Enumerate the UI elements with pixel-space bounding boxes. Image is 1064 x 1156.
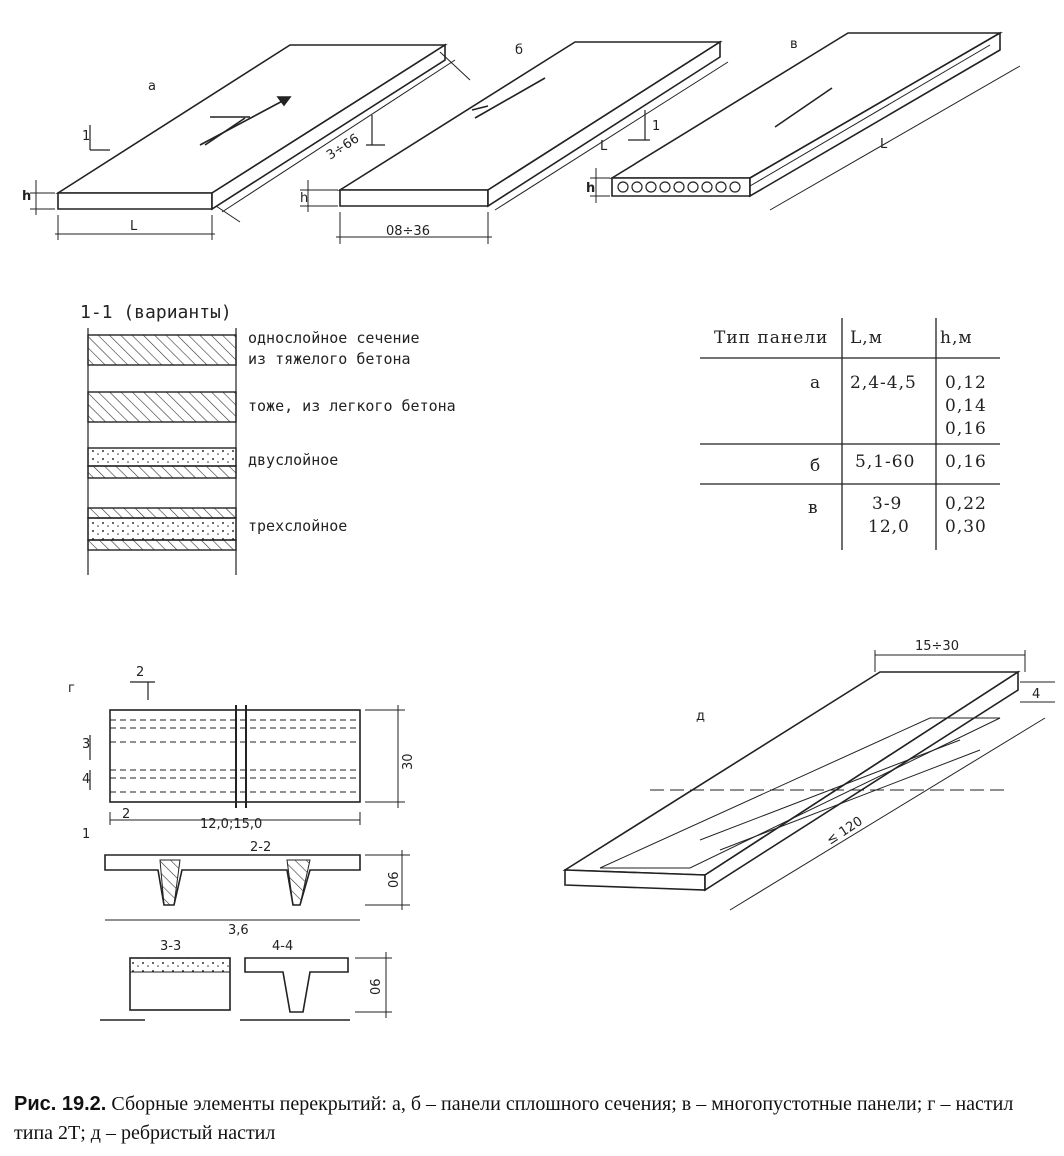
table-row-b-type: б <box>810 456 822 476</box>
section-4-label: трехслойное <box>248 517 347 535</box>
section-3-label: двуслойное <box>248 451 338 469</box>
panel-v-length-dim: L <box>880 137 888 152</box>
panel-b-height-dim: h <box>300 191 308 206</box>
table-row-v-type: в <box>808 498 819 518</box>
panel-d-label: д <box>696 709 705 724</box>
g-section-44: 4-4 <box>272 939 293 954</box>
section-2-label: тоже, из легкого бетона <box>248 397 456 415</box>
panel-a-section-mark: 1 <box>82 129 90 144</box>
panel-b-label: б <box>515 43 523 58</box>
g-dim-2: 2 <box>122 807 130 822</box>
panel-v-drawing <box>590 31 1021 211</box>
panel-b-length-dim: L <box>600 139 608 154</box>
caption-figure-number: Рис. 19.2. <box>14 1093 107 1115</box>
g-section-22: 2-2 <box>250 840 271 855</box>
panel-a-width-dim: 3÷66 <box>324 131 362 163</box>
panel-a-label: а <box>148 79 156 94</box>
table-row-v-L1: 3-9 <box>872 494 903 514</box>
table-header-L: L,м <box>850 328 883 348</box>
panel-a-length-dim: L <box>130 219 138 234</box>
g-mark-1: 1 <box>82 827 90 842</box>
g-section-33: 3-3 <box>160 939 181 954</box>
panel-a-drawing <box>30 43 471 240</box>
panel-parameters-table: Тип панели L,м h,м а 2,4-4,5 0,12 0,14 0… <box>700 318 1000 553</box>
panel-b-drawing <box>300 40 729 244</box>
section-1-label: однослойное сечение <box>248 329 420 347</box>
table-lines <box>700 318 1000 550</box>
g-dim-36: 3,6 <box>228 923 249 938</box>
table-row-v-h2: 0,30 <box>945 517 987 537</box>
sections-title: 1-1 (варианты) <box>80 302 232 323</box>
panel-a-height-dim: h <box>22 189 31 204</box>
table-row-a-L: 2,4-4,5 <box>850 373 917 393</box>
panel-g-label: г <box>68 681 75 696</box>
caption-text: Сборные элементы перекрытий: а, б – пане… <box>14 1093 1014 1144</box>
panel-v-label: в <box>790 37 798 52</box>
table-row-a-h2: 0,14 <box>945 396 987 416</box>
table-row-b-h1: 0,16 <box>945 452 987 472</box>
g-dim-06b: 06 <box>369 978 384 995</box>
table-header-h: h,м <box>940 328 973 348</box>
table-row-b-L: 5,1-60 <box>855 452 916 472</box>
table-row-v-L2: 12,0 <box>868 517 910 537</box>
g-dim-height: 30 <box>401 753 416 770</box>
table-row-a-h1: 0,12 <box>945 373 987 393</box>
table-row-a-type: а <box>810 373 822 393</box>
table-header-type: Тип панели <box>714 328 829 348</box>
table-row-v-h1: 0,22 <box>945 494 987 514</box>
section-variants-drawing <box>87 328 237 575</box>
panel-b-width-dim: 08÷36 <box>386 224 430 239</box>
g-mark-3: 3 <box>82 737 90 752</box>
g-mark-2: 2 <box>136 665 144 680</box>
panel-g-drawing <box>89 681 410 1021</box>
d-dim-width: 15÷30 <box>915 639 959 654</box>
panel-d-drawing <box>562 650 1055 911</box>
d-dim-h: 4 <box>1032 687 1040 702</box>
g-mark-4: 4 <box>82 772 90 787</box>
panel-v-height-dim: h <box>586 181 595 196</box>
g-dim-length: 12,0;15,0 <box>200 817 262 832</box>
section-1-label2: из тяжелого бетона <box>248 350 411 368</box>
panel-v-section-mark: 1 <box>652 119 660 134</box>
table-row-a-h3: 0,16 <box>945 419 987 439</box>
figure-drawing: а 3÷66 L h 1 б 08÷36 L h в L h 1 1-1 (ва… <box>22 31 1055 1021</box>
g-dim-06: 06 <box>387 871 402 888</box>
figure-caption: Рис. 19.2. Сборные элементы перекрытий: … <box>14 1090 1054 1148</box>
